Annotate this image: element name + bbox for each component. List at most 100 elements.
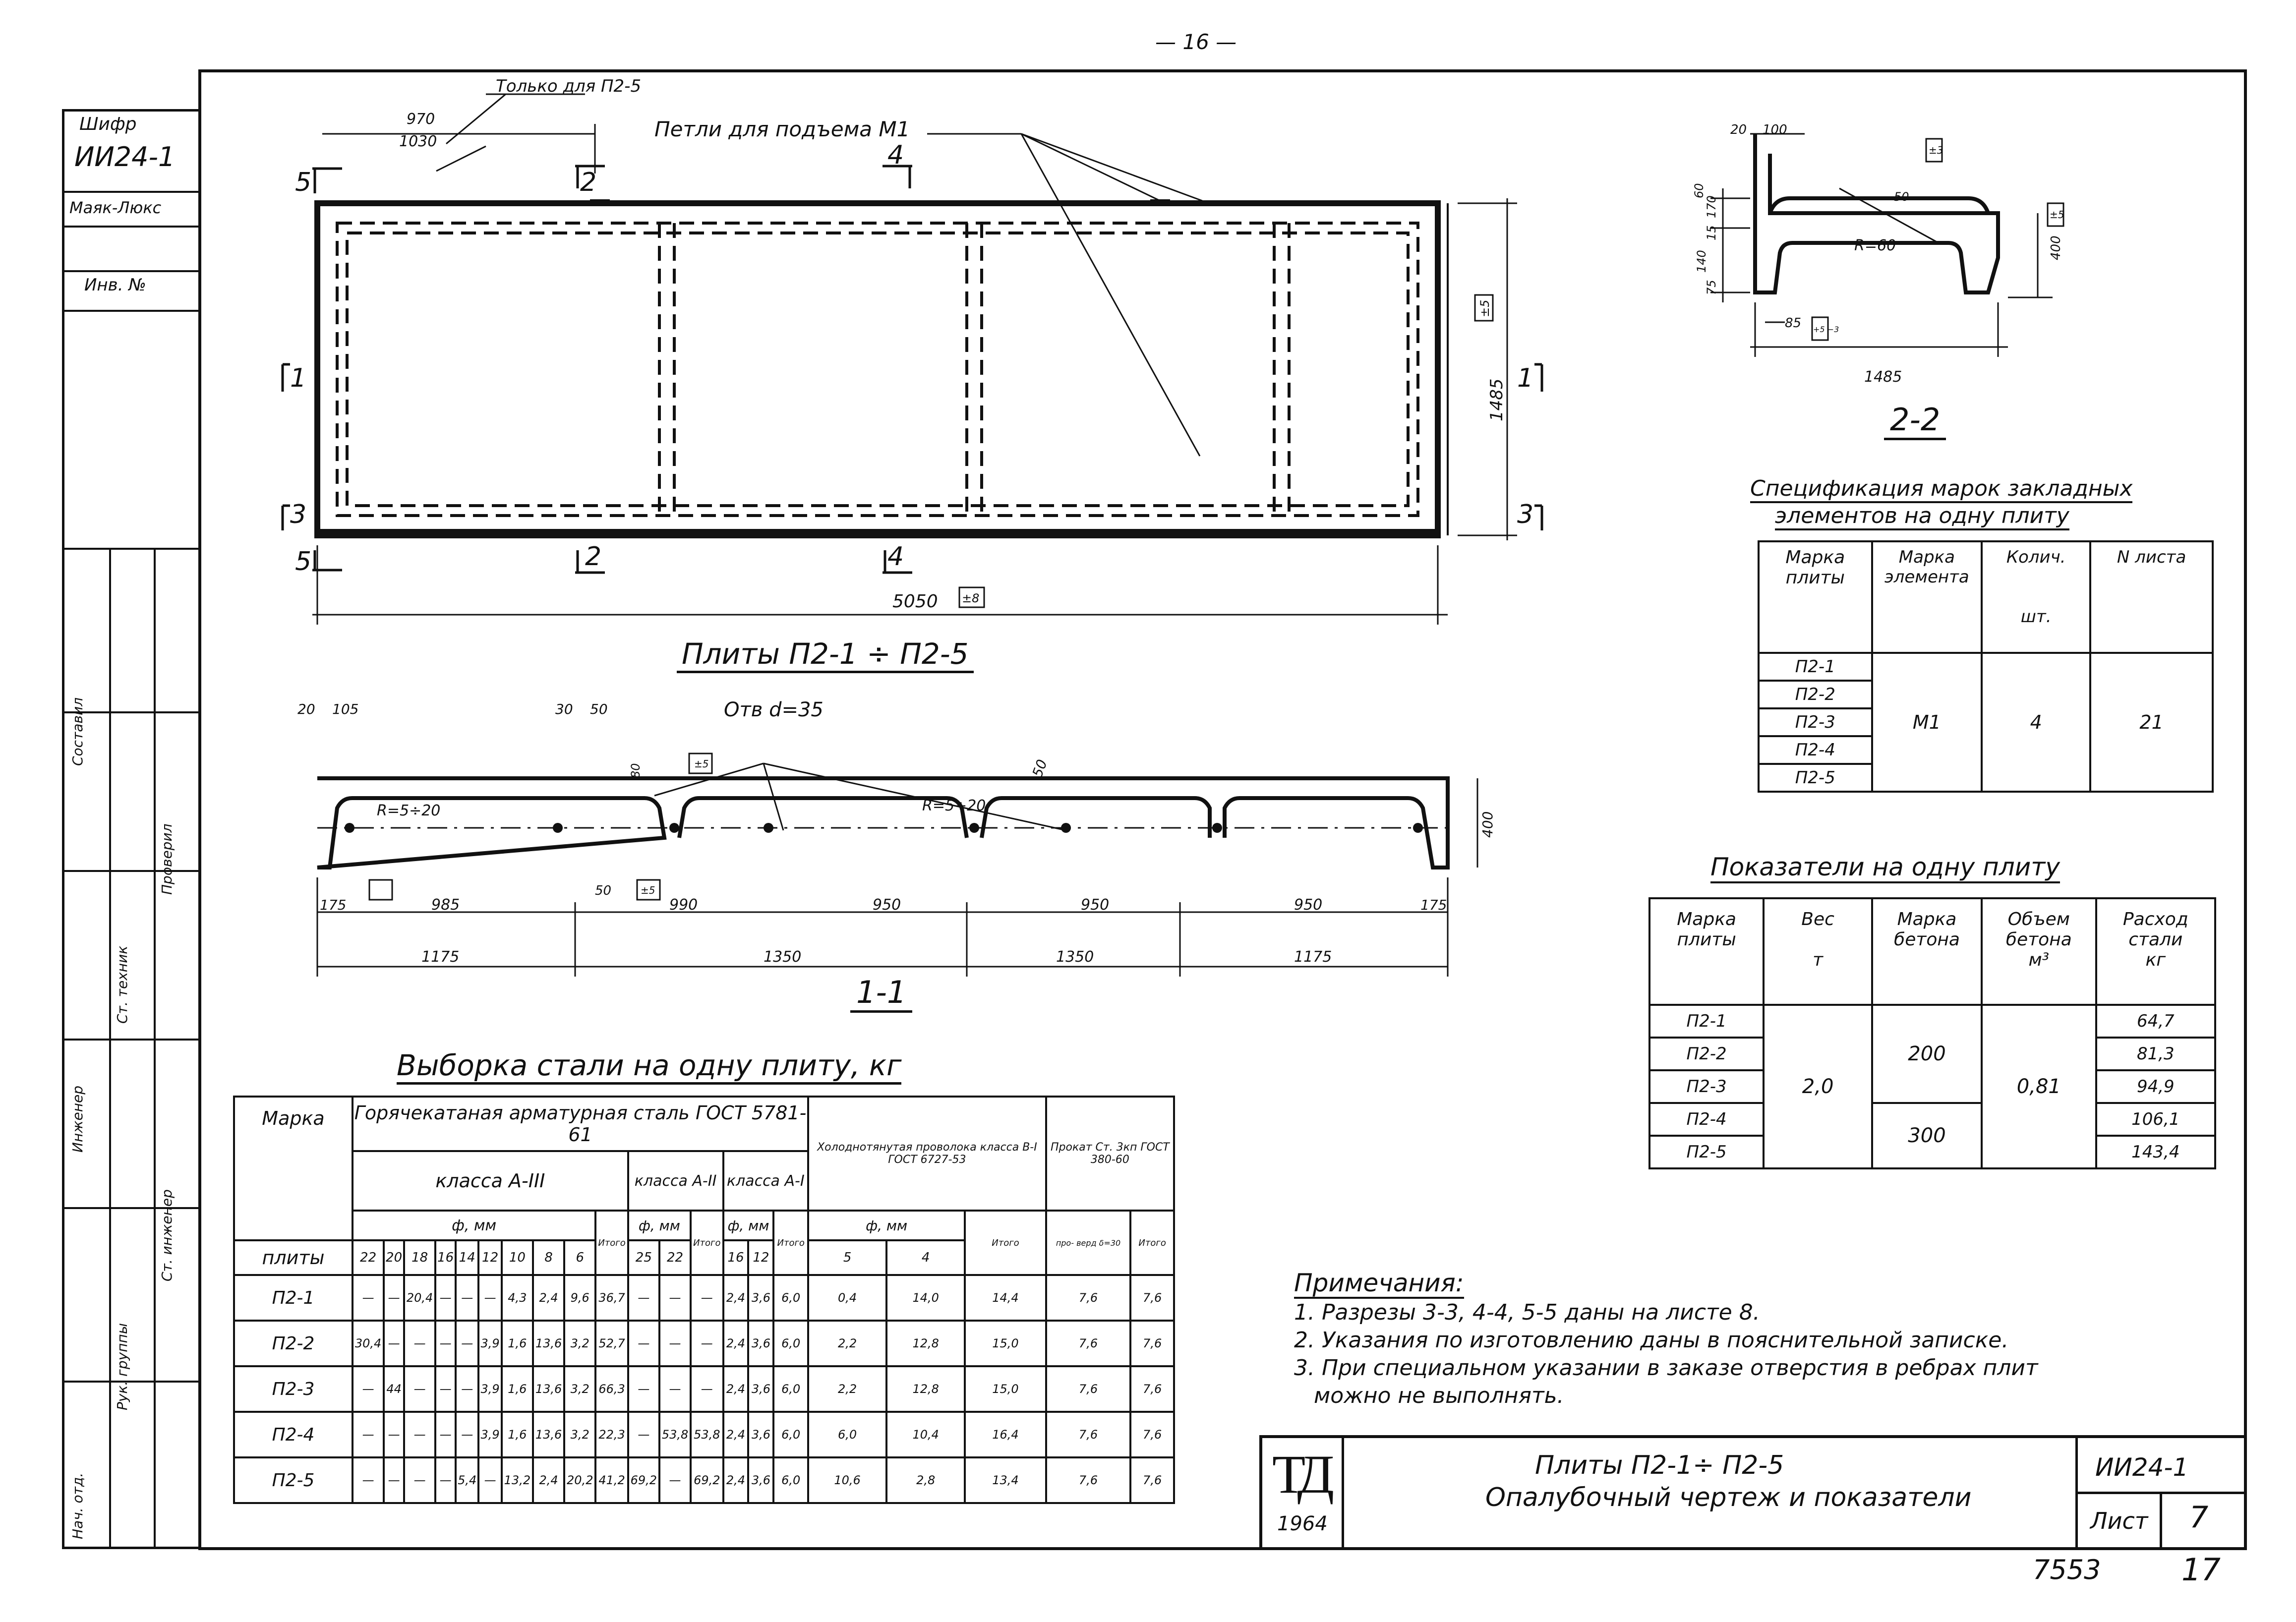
title-year: 1964: [1277, 1512, 1328, 1535]
steel-cell: 7,6: [1129, 1411, 1175, 1458]
steel-cell: —: [403, 1320, 437, 1367]
section-mark-2-top: 2: [580, 168, 596, 197]
section-mark-1-right: 1: [1517, 363, 1533, 393]
steel-cell: 3,2: [563, 1365, 597, 1413]
s22-dim-400: 400: [2049, 235, 2063, 260]
s22-dim-1485: 1485: [1864, 368, 1902, 386]
steel-row-mark: П2-5: [233, 1456, 353, 1504]
spec-header-element: Марка элемента: [1871, 540, 1983, 654]
plan-view: Только для П2-5 970 1030 Петли для подъе…: [281, 76, 1543, 625]
steel-cell: —: [454, 1365, 480, 1413]
diam-22: 22: [351, 1239, 385, 1276]
steel-cell: 20,2: [563, 1456, 597, 1504]
only-p25-note: Только для П2-5: [496, 76, 641, 96]
steel-cell: 13,6: [531, 1365, 566, 1413]
tol-2: ±5: [641, 884, 655, 896]
signature-role: Нач. отд.: [69, 1472, 86, 1539]
steel-cell: —: [658, 1365, 692, 1413]
steel-table-title: Выборка стали на одну плиту, кг: [397, 1048, 902, 1085]
steel-cell: 1,6: [500, 1320, 534, 1367]
steel-cell: 13,6: [531, 1411, 566, 1458]
dim-total-1175b: 1175: [1294, 948, 1332, 966]
inv-label: Инв. №: [84, 275, 146, 295]
dim-105: 105: [332, 701, 358, 717]
steel-cell: —: [627, 1365, 660, 1413]
steel-cell: 14,0: [885, 1274, 966, 1322]
spec-header-count: Колич.шт.: [1981, 540, 2092, 654]
steel-cell: 53,8: [658, 1411, 692, 1458]
page-number: — 16 —: [1155, 30, 1237, 54]
steel-cell: —: [383, 1411, 405, 1458]
section-2-2: 20 100 60 170 15 140 75 50 R=60 85 1485 …: [1692, 124, 2064, 386]
steel-row-mark: П2-1: [233, 1274, 353, 1322]
notes-title: Примечания:: [1294, 1269, 1464, 1299]
ind-mark-1: П2-1: [1648, 1004, 1765, 1039]
steel-phi-a3: ф, мм: [351, 1210, 597, 1241]
steel-cell: 9,6: [563, 1274, 597, 1322]
dim-30: 30: [555, 701, 573, 717]
steel-cell: 15,0: [964, 1365, 1047, 1413]
spec-header-mark: Марка плиты: [1758, 540, 1873, 654]
section-mark-3-right: 3: [1517, 500, 1533, 529]
shifr-label: Шифр: [79, 114, 137, 134]
section-mark-5-top: 5: [295, 168, 311, 197]
left-stamp: Шифр ИИ24-1 Маяк-Люкс Инв. № Нач. отд.Ру…: [62, 109, 201, 1549]
loops-label: Петли для подъема М1: [654, 117, 910, 141]
ind-header-mark: Марка плиты: [1648, 897, 1765, 1006]
steel-cell: 2,4: [722, 1411, 750, 1458]
steel-cell: —: [434, 1456, 457, 1504]
s22-tol-3: +5 −3: [1813, 325, 1839, 334]
steel-cell: 14,4: [964, 1274, 1047, 1322]
dim-bottom-950b: 950: [1081, 896, 1109, 914]
opening-label: Отв d=35: [724, 698, 824, 721]
steel-cell: 13,6: [531, 1320, 566, 1367]
spec-header-sheet: N листа: [2089, 540, 2214, 654]
steel-cell: 3,9: [477, 1320, 503, 1367]
dim-1485: 1485: [1487, 378, 1507, 421]
steel-cell: —: [403, 1365, 437, 1413]
steel-cell: —: [434, 1411, 457, 1458]
ind-grade-200: 200: [1871, 1004, 1983, 1104]
steel-row-mark: П2-4: [233, 1411, 353, 1458]
ind-steel-1: 64,7: [2095, 1004, 2217, 1039]
s22-dim-15: 15: [1705, 225, 1718, 240]
steel-cell: 69,2: [690, 1456, 724, 1504]
s22-dim-20: 20: [1730, 124, 1747, 137]
steel-cell: 5,4: [454, 1456, 480, 1504]
signature-role: Проверил: [159, 823, 175, 895]
ind-steel-2: 81,3: [2095, 1037, 2217, 1071]
steel-cell: 3,6: [747, 1274, 775, 1322]
dim-bottom-985: 985: [431, 896, 460, 914]
diam-a1-16: 16: [722, 1239, 750, 1276]
steel-header-a2: класса А-II: [627, 1150, 724, 1212]
steel-table: Марка Горячекатаная арматурная сталь ГОС…: [233, 1096, 1176, 1504]
steel-cell: 3,2: [563, 1411, 597, 1458]
steel-cell: 20,4: [403, 1274, 437, 1322]
dim-bottom-990: 990: [669, 896, 698, 914]
steel-cell: 3,2: [563, 1320, 597, 1367]
steel-itogo-a3: Итого: [594, 1210, 629, 1276]
steel-cell: 2,4: [722, 1320, 750, 1367]
s22-tol-2: ±5: [2050, 209, 2064, 221]
ind-mark-4: П2-4: [1648, 1102, 1765, 1137]
section-mark-4-bottom: 4: [887, 542, 904, 572]
steel-header-hot: Горячекатаная арматурная сталь ГОСТ 5781…: [351, 1096, 810, 1152]
tol-1485: ±5: [1478, 300, 1492, 317]
note-1: 1. Разрезы 3-3, 4-4, 5-5 даны на листе 8…: [1294, 1300, 1760, 1325]
s22-dim-75: 75: [1705, 280, 1718, 295]
steel-cell: 16,4: [964, 1411, 1047, 1458]
diam-a1-12: 12: [747, 1239, 775, 1276]
steel-cell: —: [434, 1320, 457, 1367]
steel-cell: 4,3: [500, 1274, 534, 1322]
dim-970: 970: [407, 111, 435, 128]
section-mark-3-left: 3: [290, 500, 306, 529]
steel-phi-a2: ф, мм: [627, 1210, 692, 1241]
steel-cell: 30,4: [351, 1320, 385, 1367]
steel-cell: 41,2: [594, 1456, 629, 1504]
steel-cell: —: [403, 1456, 437, 1504]
title-sheet-label: Лист: [2090, 1507, 2148, 1534]
steel-cell: 15,0: [964, 1320, 1047, 1367]
